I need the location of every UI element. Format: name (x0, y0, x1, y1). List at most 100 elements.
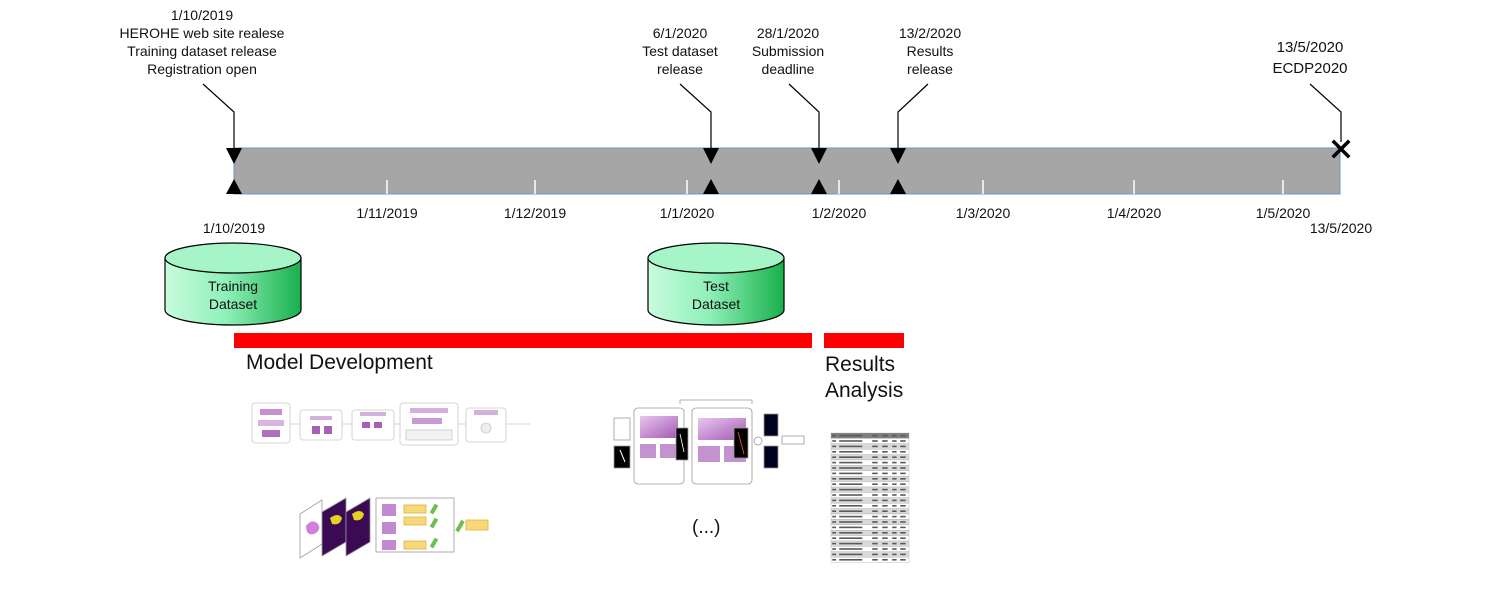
event-line: deadline (761, 61, 815, 77)
table-thumb-cell-text (882, 445, 888, 448)
table-thumb-cell-text (832, 461, 837, 464)
results-analysis-bar (824, 333, 904, 348)
table-thumb-cell-text (872, 494, 878, 496)
table-thumb-cell-text (892, 521, 897, 523)
test-dataset-label: Test Dataset (666, 277, 766, 313)
table-thumb-cell-text (882, 483, 888, 485)
event-marker-up-2 (703, 179, 719, 194)
timeline-tick-label: 1/5/2020 (1255, 205, 1311, 221)
table-thumb-cell-text (882, 494, 888, 496)
event-line: HEROHE web site realese (119, 25, 285, 41)
table-thumb-cell-text (839, 494, 863, 496)
dataset-line: Test (703, 278, 729, 294)
table-thumb-cell-text (900, 537, 906, 539)
table-thumb-cell-text (832, 488, 837, 491)
event-date: 13/2/2020 (898, 25, 962, 41)
table-thumb-cell-text (892, 483, 897, 485)
timeline-tick-label: 1/11/2019 (356, 205, 418, 221)
table-thumb-cell-text (832, 494, 837, 496)
table-thumb-cell-text (882, 515, 888, 518)
table-thumb-cell-text (882, 451, 888, 453)
timeline-tick-label: 1/3/2020 (955, 205, 1011, 221)
end-x-marker (1331, 139, 1351, 159)
event-marker-down-3 (811, 148, 827, 164)
table-thumb-cell-text (872, 553, 878, 556)
table-thumb-cell-text (892, 553, 897, 556)
callout-line-5 (1309, 83, 1342, 142)
table-thumb-cell-text (892, 537, 897, 539)
table-thumb-cell-text (882, 505, 888, 507)
timeline-tick-label: 1/4/2020 (1106, 205, 1162, 221)
method-thumbnail-network-2 (613, 399, 805, 485)
table-thumb-cell-text (892, 445, 897, 448)
table-thumb-cell-text (872, 467, 878, 469)
table-thumb-cell-text (892, 461, 897, 464)
timeline-bar (233, 147, 1341, 195)
results-analysis-line: Results (825, 353, 896, 376)
table-thumb-cell-text (892, 451, 897, 453)
table-thumb-cell-text (832, 478, 837, 480)
table-thumb-cell-text (832, 451, 837, 453)
event-date: 6/1/2020 (652, 25, 708, 41)
table-thumb-cell-text (832, 440, 837, 442)
event-line: release (657, 61, 703, 77)
callout-line-2 (679, 83, 712, 148)
table-thumb-cell-text (872, 548, 878, 550)
table-thumb-cell-text (839, 526, 863, 529)
table-thumb-cell-text (882, 478, 888, 480)
table-thumb-cell-text (892, 532, 897, 534)
table-thumb-cell-text (900, 445, 906, 448)
event-marker-up-4 (890, 179, 906, 194)
table-thumb-cell-text (872, 445, 878, 448)
callout-line-1 (202, 83, 235, 148)
table-thumb-cell-text (892, 510, 897, 512)
table-thumb-cell-text (832, 537, 837, 539)
table-thumb-cell-text (832, 505, 837, 507)
table-thumb-cell-text (872, 510, 878, 512)
timeline-tick-marks (386, 180, 1284, 194)
table-thumb-cell-text (882, 521, 888, 523)
table-thumb-cell-text (839, 542, 863, 545)
table-thumb-cell-text (872, 456, 878, 458)
table-thumb-cell-text (882, 542, 888, 545)
table-thumb-cell-text (839, 461, 863, 464)
event-marker-down-1 (226, 148, 242, 164)
table-thumb-cell-text (882, 467, 888, 469)
table-thumb-cell-text (900, 532, 906, 534)
results-table-thumbnail (830, 432, 910, 563)
table-thumb-cell-text (900, 461, 906, 464)
event-line: Registration open (147, 61, 257, 77)
table-thumb-cell-text (839, 472, 863, 475)
table-thumb-cell-text (900, 451, 906, 453)
table-thumb-cell-text (832, 521, 837, 523)
table-thumb-cell-text (900, 553, 906, 556)
table-thumb-cell-text (900, 526, 906, 529)
table-thumb-cell-text (872, 483, 878, 485)
table-thumb-cell-text (882, 548, 888, 550)
table-thumb-cell-text (872, 542, 878, 545)
table-thumb-cell-text (832, 499, 837, 502)
table-thumb-cell-text (832, 483, 837, 485)
table-thumb-cell-text (872, 532, 878, 534)
event-line: ECDP2020 (1272, 60, 1348, 77)
table-thumb-cell-text (882, 461, 888, 464)
table-thumb-cell-text (892, 472, 897, 475)
table-thumb-cell-text (892, 515, 897, 518)
table-thumb-cell-text (839, 483, 863, 485)
event-line: Results (906, 43, 954, 59)
table-thumb-cell-text (872, 559, 878, 561)
table-thumb-cell-text (882, 434, 888, 437)
table-thumb-cell-text (832, 472, 837, 475)
table-thumb-cell-text (882, 559, 888, 561)
timeline-tick-label: 1/2/2020 (811, 205, 867, 221)
table-thumb-cell-text (900, 499, 906, 502)
table-thumb-cell-text (882, 488, 888, 491)
table-thumb-cell-text (832, 434, 837, 437)
dataset-line: Dataset (691, 296, 741, 312)
table-thumb-cell-text (900, 478, 906, 480)
table-thumb-cell-text (839, 467, 863, 469)
event-date: 13/5/2020 (1276, 39, 1344, 56)
event-marker-up-3 (811, 179, 827, 194)
model-development-bar (234, 333, 812, 348)
